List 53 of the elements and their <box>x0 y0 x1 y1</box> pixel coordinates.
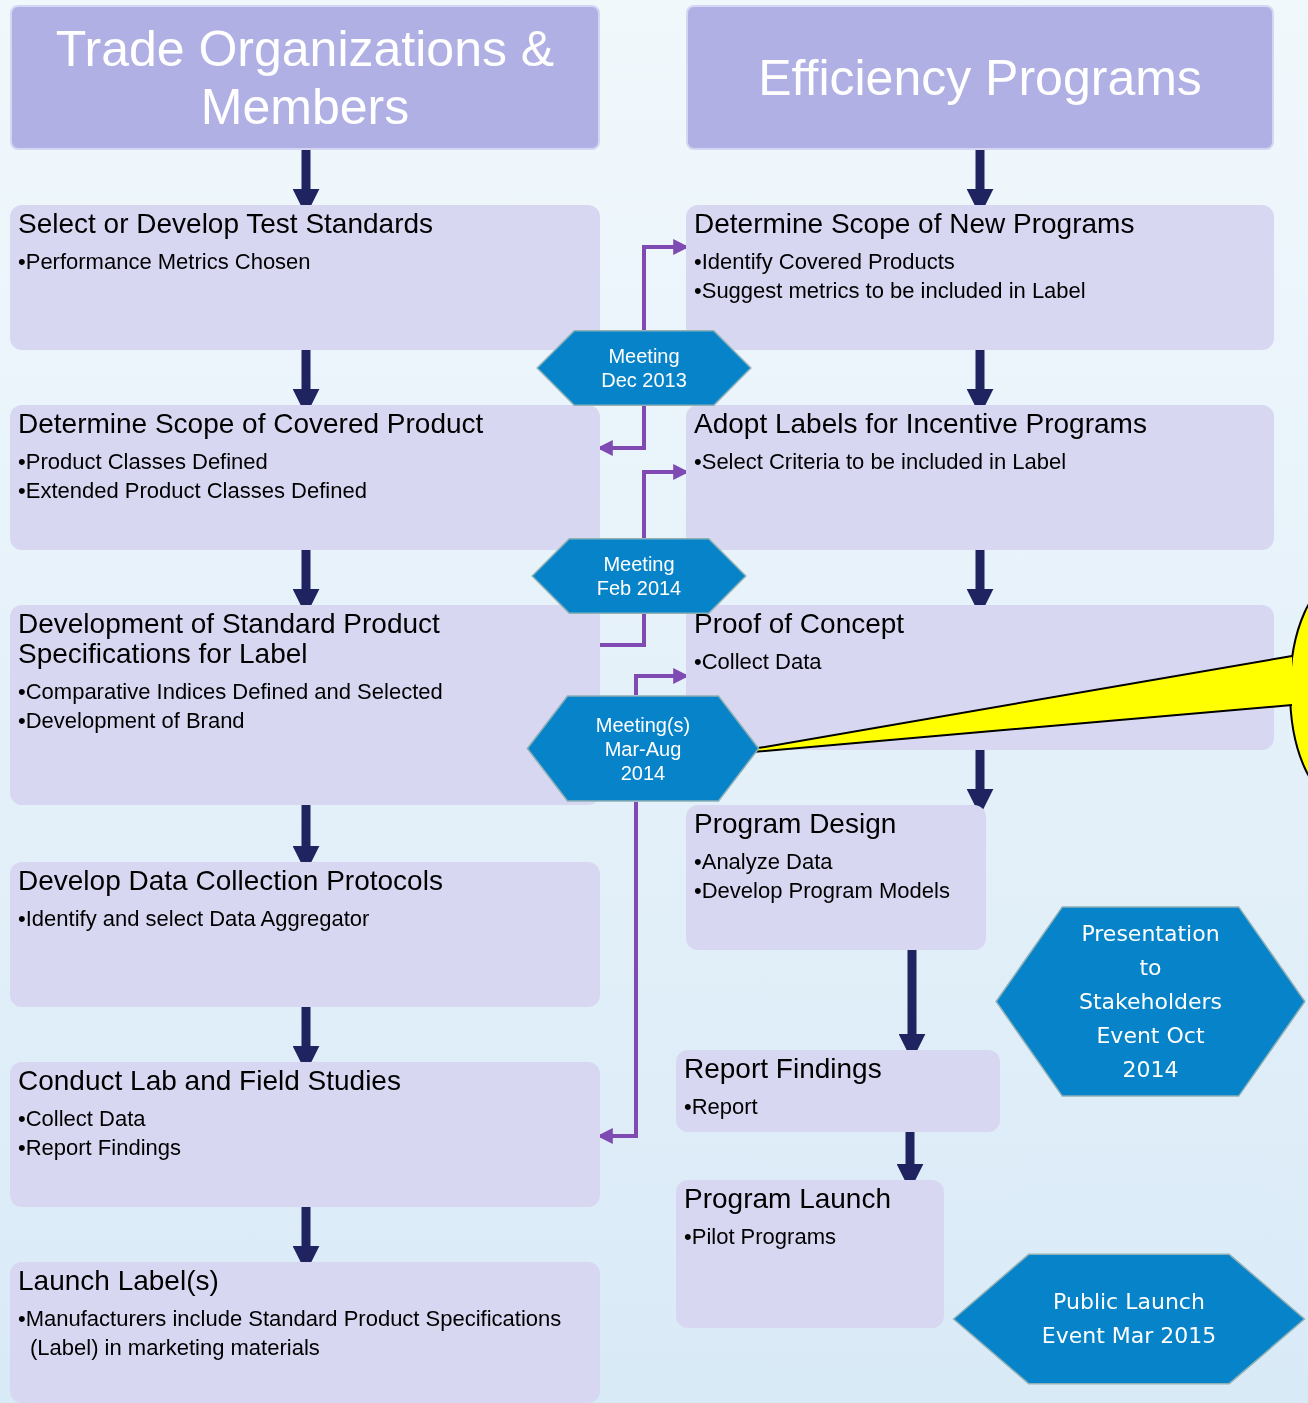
bullet-item: •Report <box>684 1093 759 1121</box>
step-heading: Adopt Labels for Incentive Programs <box>694 409 1148 439</box>
step-heading: Report Findings <box>684 1054 883 1084</box>
bullet-item: •Report Findings <box>18 1134 182 1162</box>
step-box <box>686 805 986 950</box>
step-box <box>10 205 600 350</box>
step-box <box>10 1062 600 1207</box>
step-box <box>676 1180 944 1328</box>
step-heading: Launch Label(s) <box>18 1266 220 1296</box>
header-box <box>686 5 1274 150</box>
header-title: Efficiency Programs <box>758 48 1202 107</box>
step-heading: Develop Data Collection Protocols <box>18 866 444 896</box>
bullet-item: •Performance Metrics Chosen <box>18 248 312 276</box>
event-hexagon <box>950 1253 1308 1385</box>
step-box <box>686 405 1274 550</box>
hexagon-label: Presentation to Stakeholders Event Oct 2014 <box>1077 919 1224 1084</box>
meeting-hexagon <box>530 538 748 614</box>
step-heading: Development of Standard Product Specifications for Label <box>18 609 441 669</box>
step-box <box>686 205 1274 350</box>
bullet-item: •Collect Data <box>694 648 823 676</box>
step-heading: Determine Scope of New Programs <box>694 209 1136 239</box>
bullet-item: •Develop Program Models <box>694 877 951 905</box>
hexagon-label: Meeting Dec 2013 <box>600 344 688 392</box>
bullet-item: •Manufacturers include Standard Product Specifications (Label) in marketing materials <box>18 1305 563 1362</box>
step-box <box>10 405 600 550</box>
step-heading: Select or Develop Test Standards <box>18 209 435 239</box>
meeting-hexagon <box>535 330 753 406</box>
bullet-item: •Identify Covered Products <box>694 248 956 276</box>
step-heading: Determine Scope of Covered Product <box>18 409 485 439</box>
hexagon-label: Meeting Feb 2014 <box>595 552 683 600</box>
bullet-item: •Select Criteria to be included in Label <box>694 448 1068 476</box>
bullet-item: •Analyze Data <box>694 848 834 876</box>
step-heading: Program Design <box>694 809 898 839</box>
step-box <box>10 862 600 1007</box>
step-heading: Program Launch <box>684 1184 892 1214</box>
step-heading: Conduct Lab and Field Studies <box>18 1066 402 1096</box>
header-title: Trade Organizations & Members <box>54 19 556 136</box>
bullet-item: •Suggest metrics to be included in Label <box>694 277 1087 305</box>
hexagon-label: Public Launch Event Mar 2015 <box>1040 1288 1218 1350</box>
header-box <box>10 5 600 150</box>
step-heading: Proof of Concept <box>694 609 906 639</box>
step-box <box>676 1050 1000 1132</box>
bullet-item: •Extended Product Classes Defined <box>18 477 368 505</box>
step-box <box>10 1262 600 1403</box>
bullet-item: •Pilot Programs <box>684 1223 837 1251</box>
bullet-item: •Development of Brand <box>18 707 246 735</box>
bullet-item: •Product Classes Defined <box>18 448 269 476</box>
meeting-hexagon <box>525 695 761 802</box>
event-hexagon <box>993 905 1308 1098</box>
bullet-item: •Comparative Indices Defined and Selected <box>18 678 444 706</box>
bullet-item: •Collect Data <box>18 1105 147 1133</box>
hexagon-label: Meeting(s) Mar-Aug 2014 <box>594 712 692 785</box>
bullet-item: •Identify and select Data Aggregator <box>18 905 371 933</box>
